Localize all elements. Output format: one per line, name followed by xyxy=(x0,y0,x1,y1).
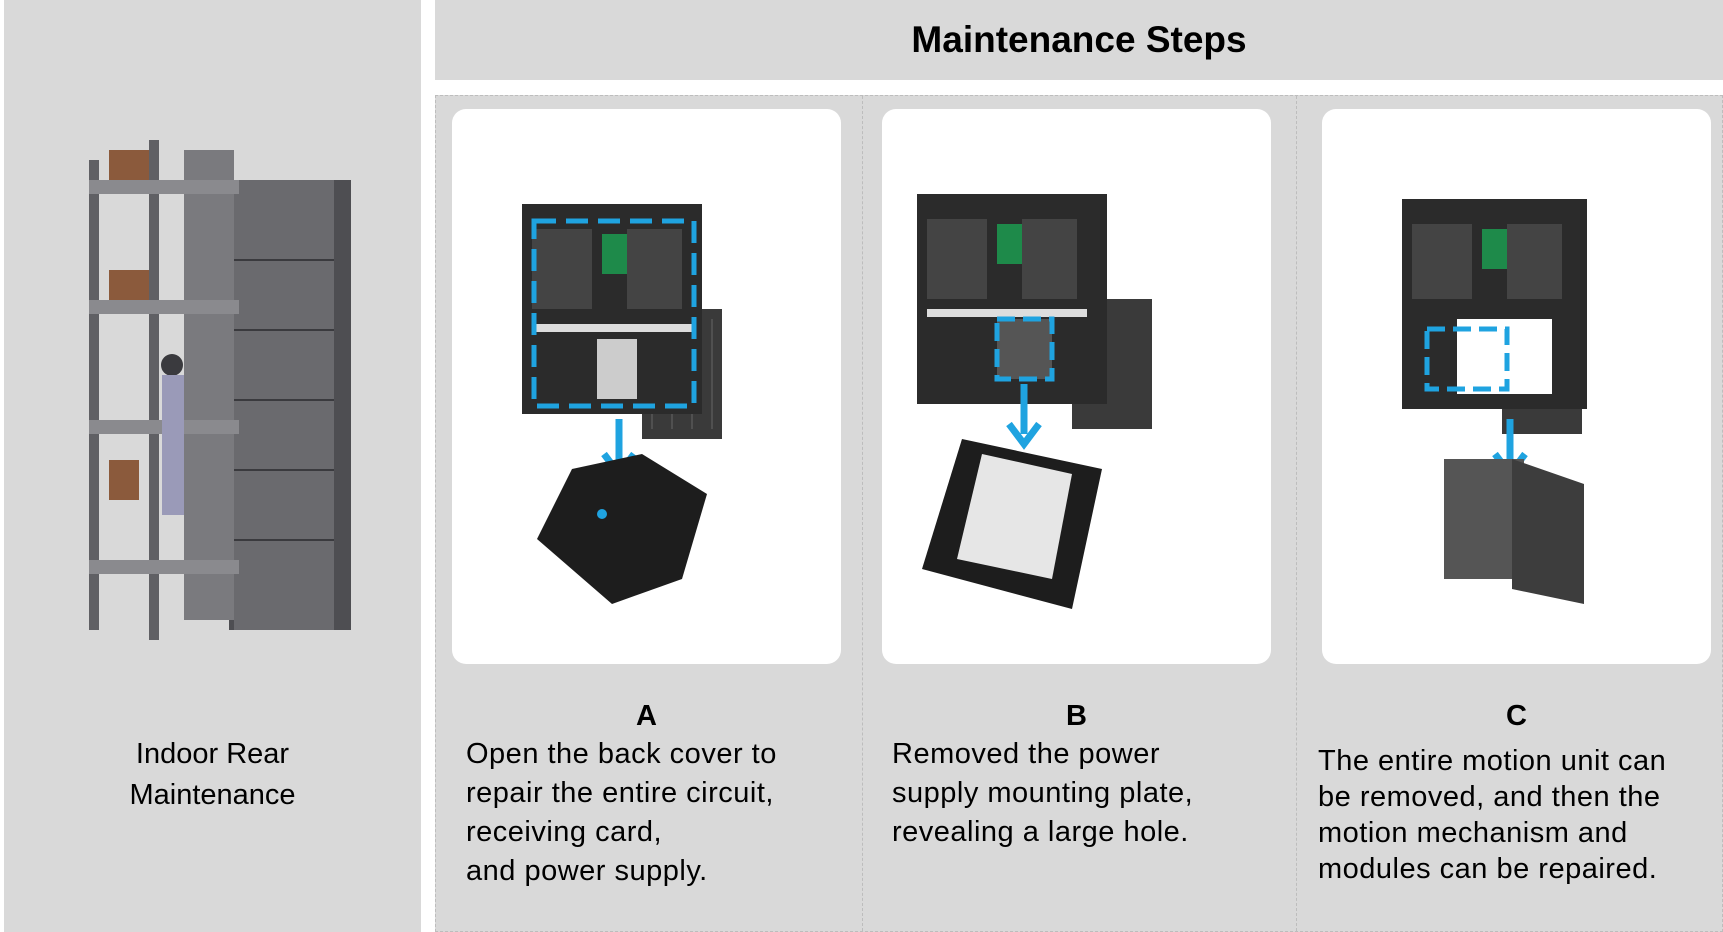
step-c-image-card xyxy=(1322,109,1711,664)
desc-line: modules can be repaired. xyxy=(1318,853,1658,885)
step-c-description: The entire motion unit can be removed, a… xyxy=(1318,743,1666,887)
step-a-description: Open the back cover to repair the entire… xyxy=(466,735,777,891)
header-bar: Maintenance Steps xyxy=(435,0,1723,80)
desc-line: The entire motion unit can xyxy=(1318,745,1667,777)
cabinet-rack-illustration xyxy=(89,140,351,640)
desc-line: Removed the power xyxy=(892,738,1161,770)
column-divider xyxy=(862,96,863,931)
step-a-image-card xyxy=(452,109,841,664)
step-a-illustration xyxy=(522,204,722,604)
caption-line-2: Maintenance xyxy=(129,779,296,811)
step-b-letter: B xyxy=(1066,700,1087,732)
step-b-image-card xyxy=(882,109,1271,664)
step-b-description: Removed the power supply mounting plate,… xyxy=(892,735,1193,852)
desc-line: motion mechanism and xyxy=(1318,817,1628,849)
step-b-illustration xyxy=(917,194,1152,609)
caption-line-1: Indoor Rear xyxy=(135,738,290,770)
desc-line: receiving card, xyxy=(466,816,663,848)
steps-panel: A Open the back cover to repair the enti… xyxy=(435,95,1723,932)
desc-line: repair the entire circuit, xyxy=(466,777,774,809)
step-c-letter: C xyxy=(1506,700,1527,732)
desc-line: be removed, and then the xyxy=(1318,781,1661,813)
column-divider xyxy=(1296,96,1297,931)
desc-line: supply mounting plate, xyxy=(892,777,1194,809)
desc-line: revealing a large hole. xyxy=(892,816,1189,848)
desc-line: Open the back cover to xyxy=(466,738,777,770)
step-a-letter: A xyxy=(636,700,657,732)
left-panel: Indoor Rear Maintenance xyxy=(4,0,421,932)
page-title: Maintenance Steps xyxy=(911,19,1247,60)
step-c-illustration xyxy=(1402,199,1587,604)
desc-line: and power supply. xyxy=(466,855,708,887)
